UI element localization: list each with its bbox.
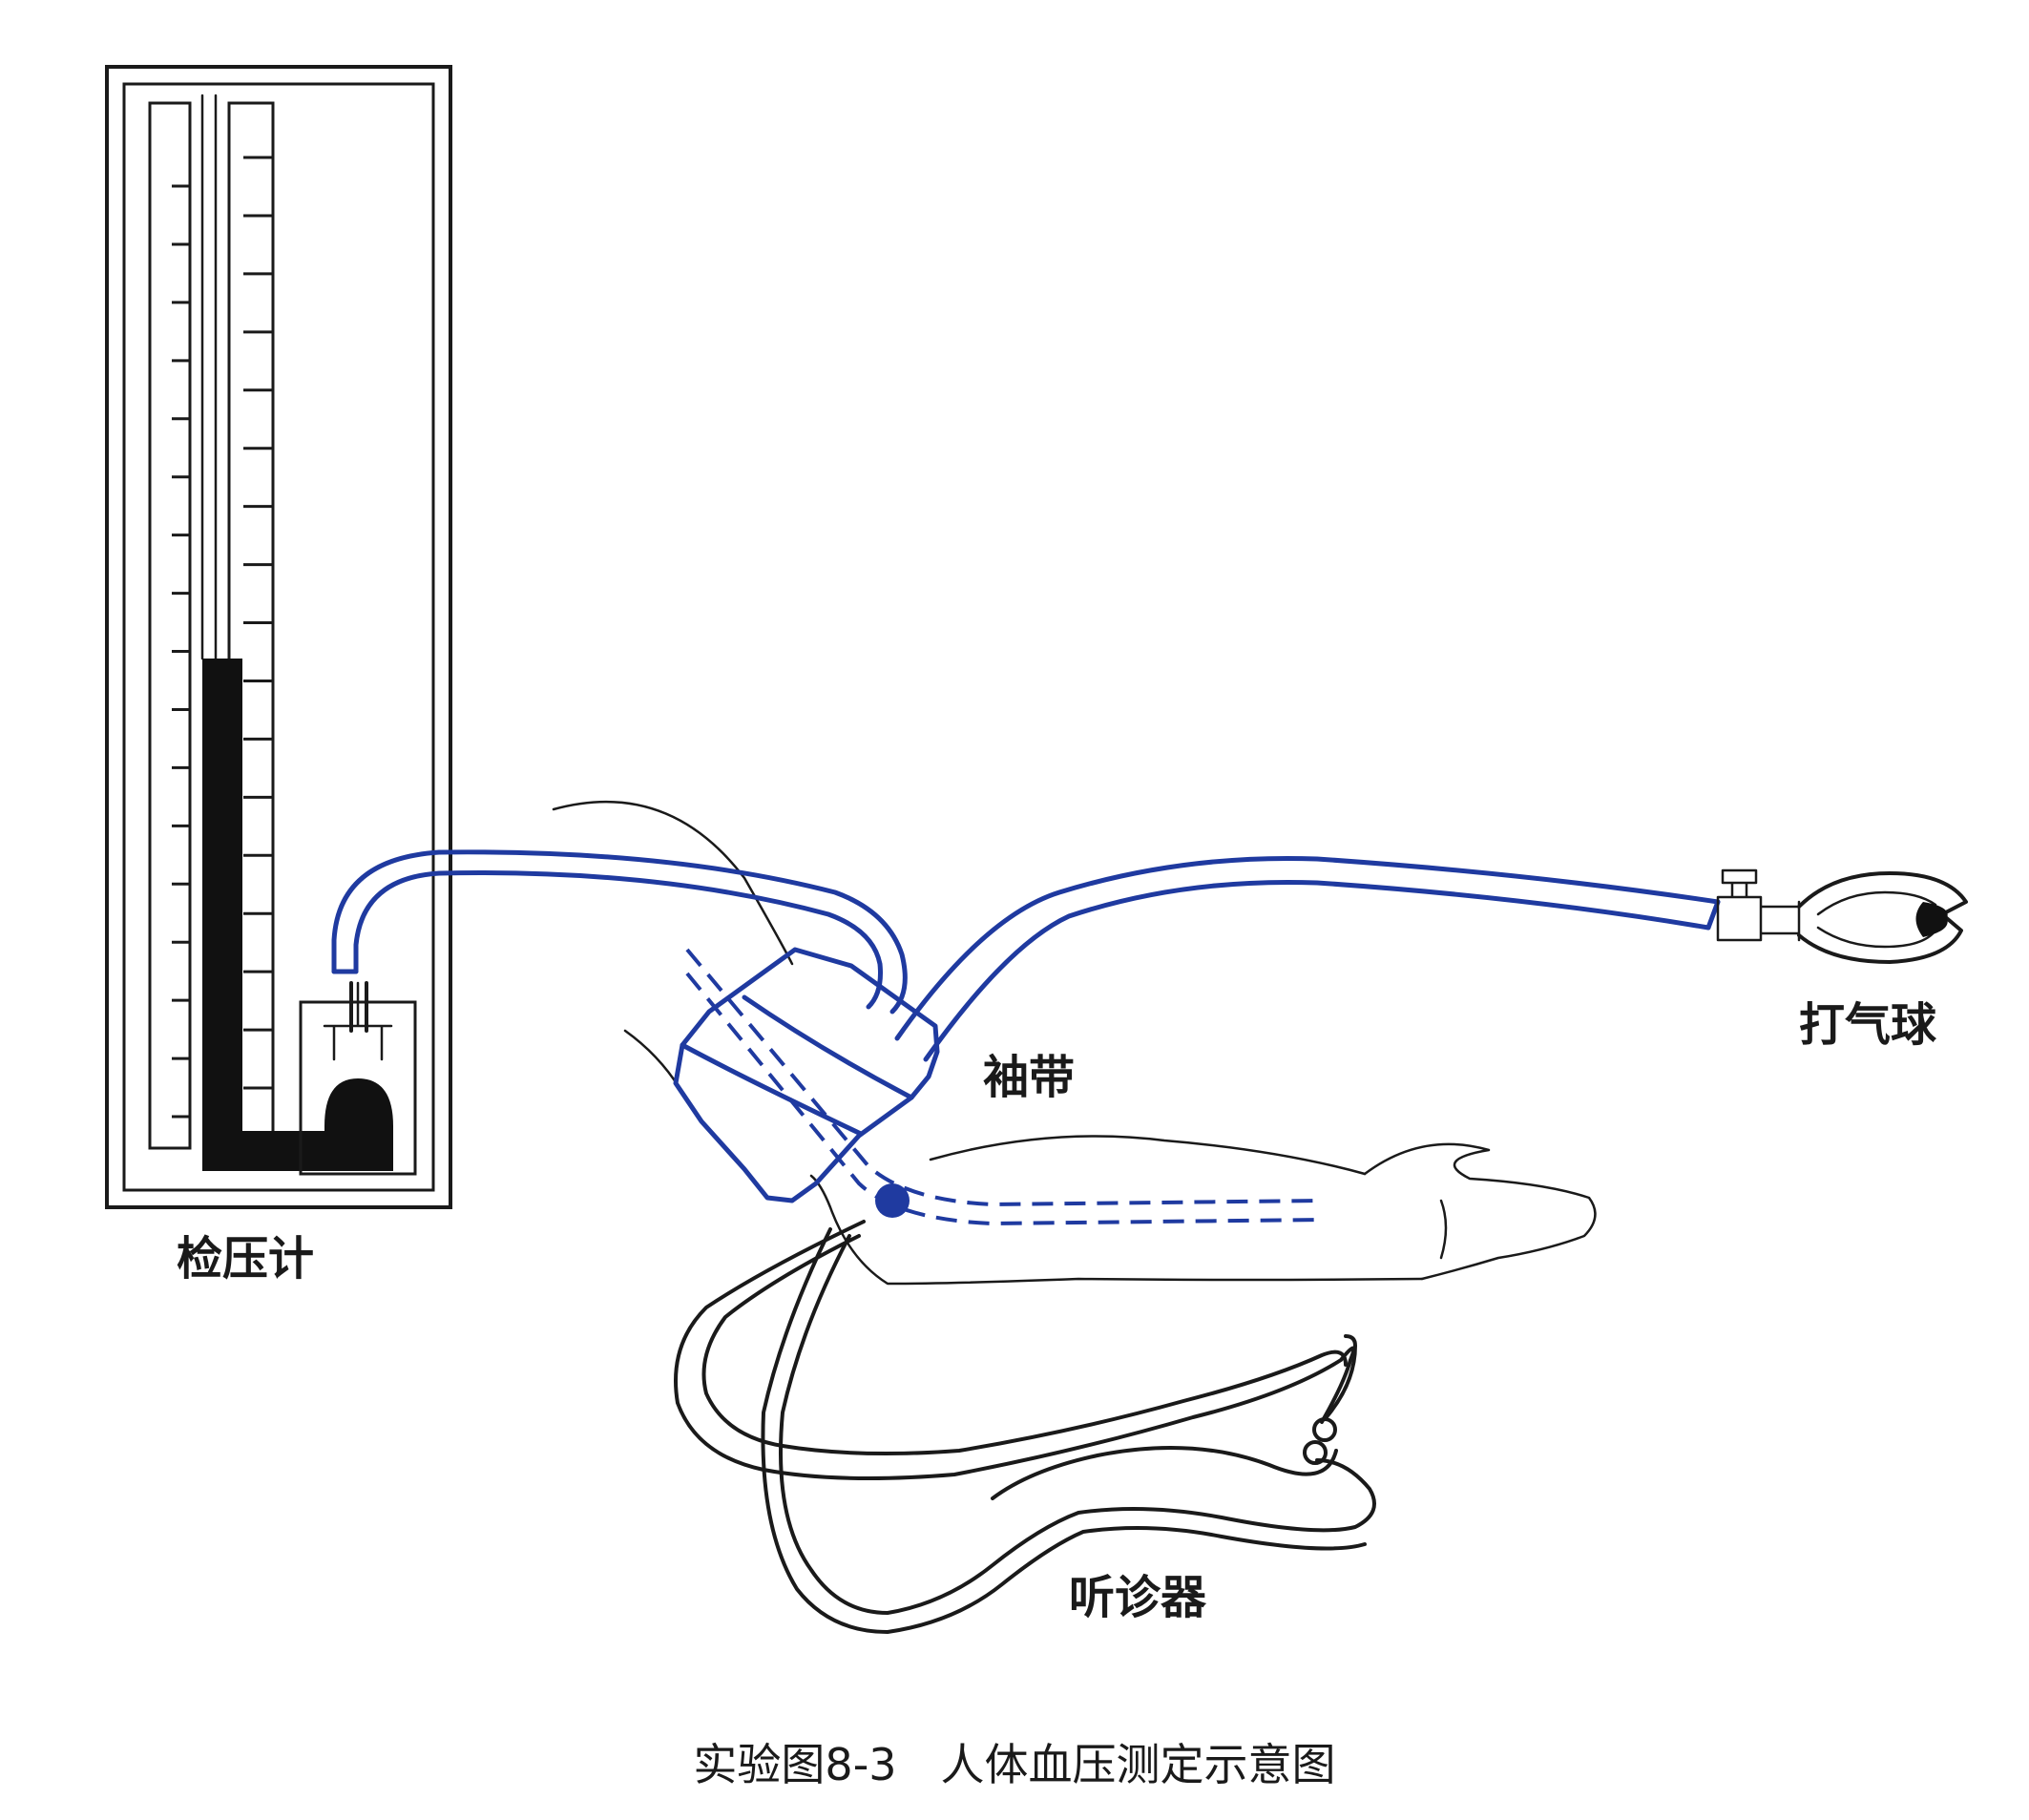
- pump-bulb: [1716, 868, 1968, 964]
- bulb-valve-dark: [1915, 902, 1948, 937]
- stethoscope: [674, 1183, 1376, 1634]
- stethoscope-ear-tube: [1323, 1334, 1357, 1421]
- stethoscope-tube-inner: [701, 1234, 1348, 1456]
- artery-line-lower: [685, 972, 1323, 1226]
- cuff: [673, 947, 940, 1203]
- upper-arm-top-outline: [552, 800, 794, 966]
- bulb-tube-outer: [894, 855, 1721, 1041]
- scale-ticks-left: [172, 184, 190, 1119]
- bulb-inner: [1816, 890, 1937, 949]
- forearm-bottom-outline: [809, 1174, 1424, 1286]
- valve-body: [1716, 868, 1801, 942]
- figure-caption: 实验图8-3 人体血压测定示意图: [693, 1739, 1335, 1790]
- label-stethoscope: 听诊器: [1069, 1571, 1207, 1624]
- reservoir-fitting: [323, 981, 393, 1061]
- artery-line-upper: [685, 948, 1323, 1207]
- manometer-tube-outer: [331, 849, 908, 1015]
- label-cuff: 袖带: [983, 1051, 1075, 1104]
- forearm-top-outline: [929, 1135, 1367, 1176]
- stethoscope-lower-loop: [779, 1234, 1376, 1615]
- label-manometer: 检压计: [177, 1232, 314, 1286]
- stethoscope-earpiece-2: [1303, 1440, 1328, 1465]
- arm: [552, 800, 1597, 1286]
- manometer-left-scale: [148, 101, 192, 1150]
- cuff-body: [673, 947, 940, 1203]
- mercury-reservoir-bulb: [324, 1078, 393, 1169]
- scale-ticks-right: [243, 156, 273, 1090]
- tubing: [331, 849, 1721, 1062]
- upper-arm-back-outline: [623, 1029, 681, 1090]
- manometer-tube-inner: [353, 870, 883, 1010]
- cuff-inner-fold: [680, 994, 914, 1137]
- hand-outline: [1363, 1142, 1597, 1281]
- mercury-column: [202, 659, 242, 1145]
- stethoscope-binaural: [991, 1446, 1338, 1500]
- brachial-artery: [685, 948, 1323, 1226]
- manometer: [105, 65, 452, 1209]
- manometer-outer-frame: [105, 65, 452, 1209]
- label-pump-bulb: 打气球: [1799, 998, 1937, 1052]
- stethoscope-lower-loop-inner: [761, 1227, 1367, 1634]
- bulb-tube-inner: [923, 879, 1711, 1062]
- manometer-inner-frame: [122, 82, 435, 1192]
- bulb-tube-end: [1705, 899, 1721, 931]
- stethoscope-chestpiece: [875, 1183, 910, 1218]
- stethoscope-earpiece-1: [1312, 1417, 1337, 1442]
